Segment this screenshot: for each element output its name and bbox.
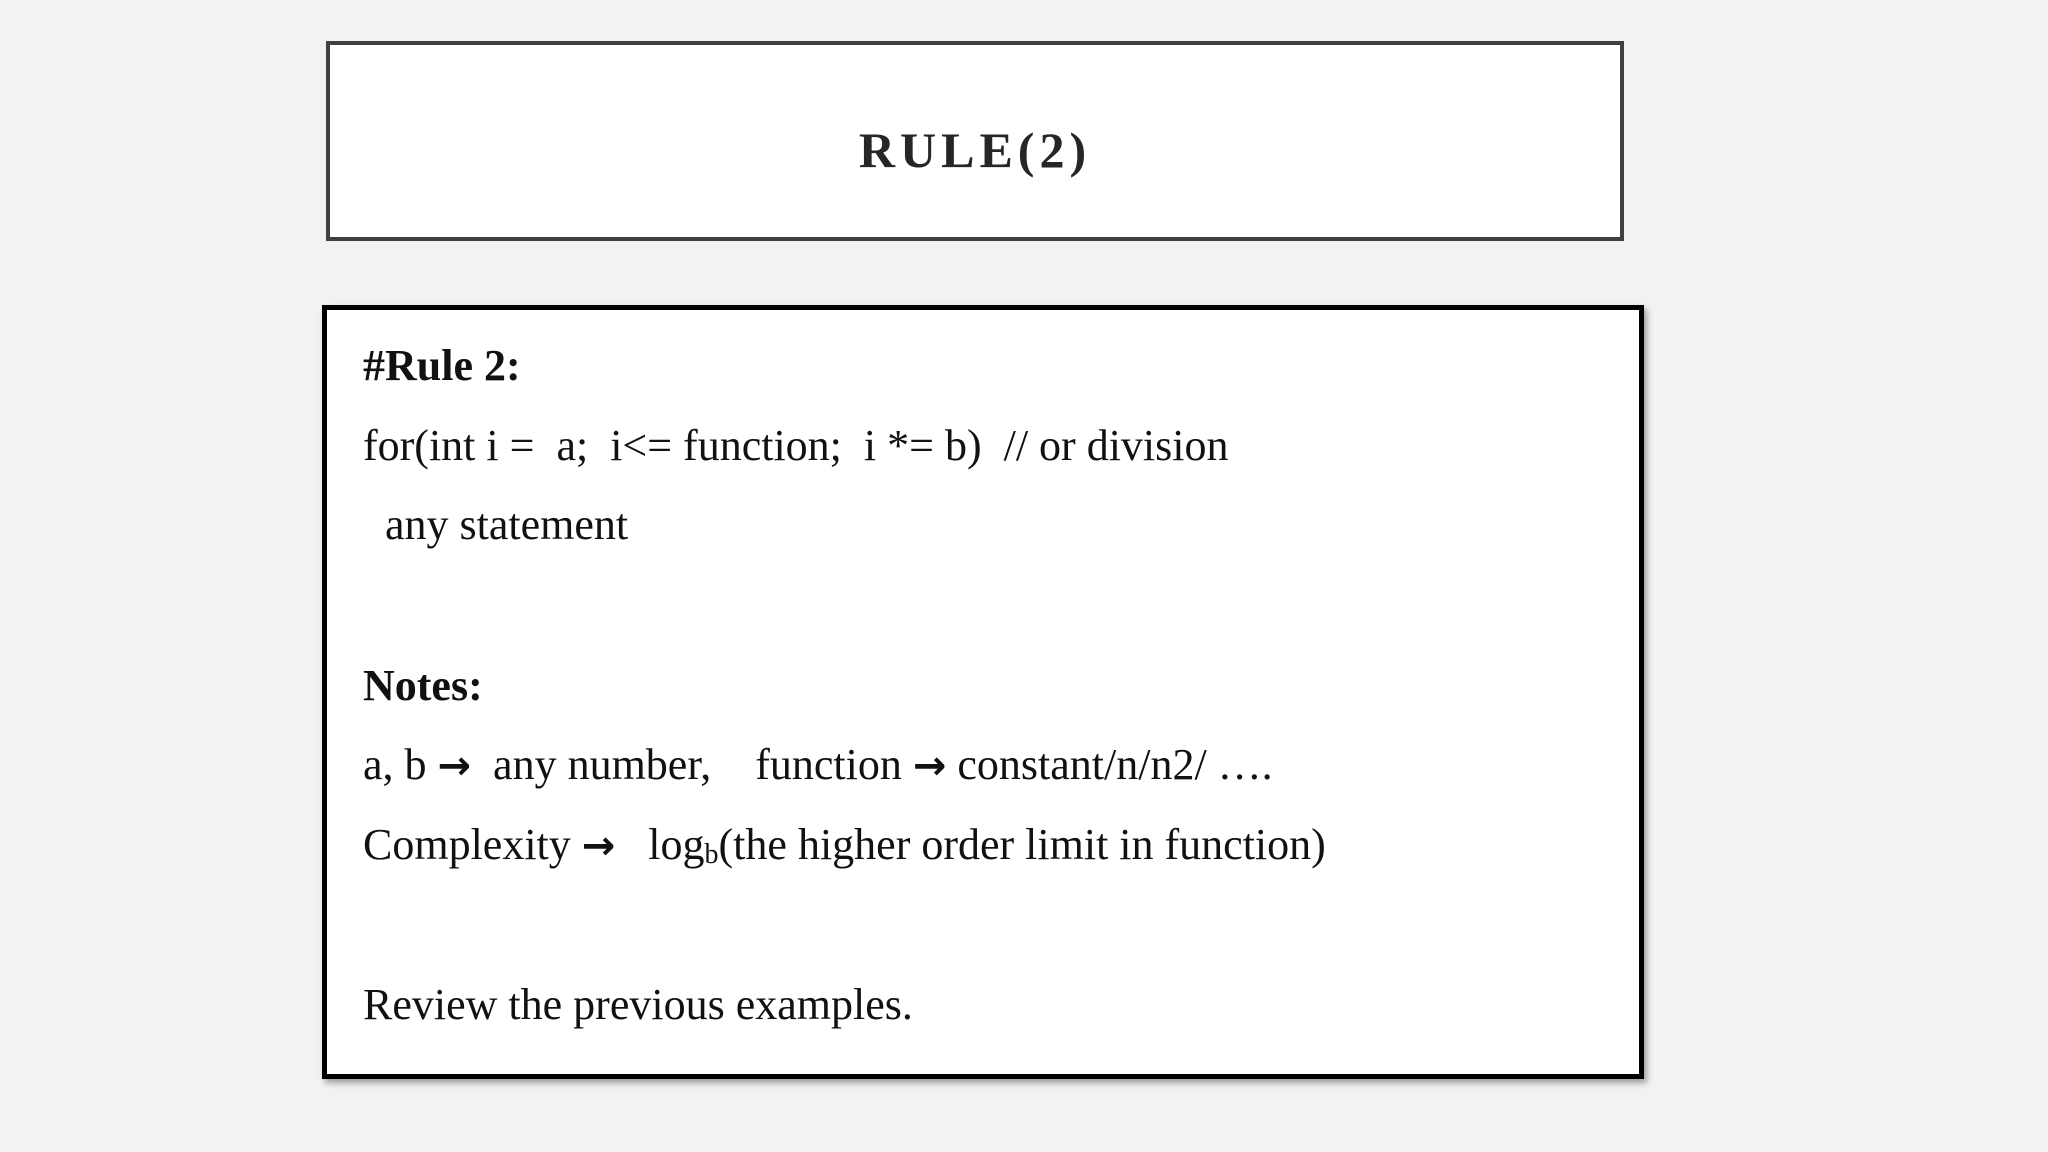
note-constant-text: constant/n/n2/ ….: [946, 740, 1273, 789]
content-box: #Rule 2: for(int i = a; i<= function; i …: [322, 305, 1644, 1079]
right-arrow-icon: →: [437, 743, 472, 789]
title-box: RULE(2): [326, 41, 1624, 241]
rule-heading: #Rule 2:: [363, 341, 521, 390]
slide-title: RULE(2): [858, 122, 1092, 178]
note-ab-text: a, b: [363, 740, 438, 789]
complexity-log-base: b: [704, 839, 719, 870]
code-body: any statement: [363, 500, 629, 549]
complexity-log: log: [615, 820, 705, 869]
note-line-ab: a, b → any number, function → constant/n…: [363, 743, 1273, 787]
complexity-rest: (the higher order limit in function): [718, 820, 1326, 869]
review-line: Review the previous examples.: [363, 980, 913, 1029]
right-arrow-icon: →: [581, 823, 616, 869]
complexity-line: Complexity → logb(the higher order limit…: [363, 823, 1326, 869]
note-any-number-text: any number, function: [471, 740, 913, 789]
complexity-label: Complexity: [363, 820, 582, 869]
notes-heading: Notes:: [363, 661, 483, 710]
right-arrow-icon: →: [912, 743, 947, 789]
code-line: for(int i = a; i<= function; i *= b) // …: [363, 421, 1229, 470]
